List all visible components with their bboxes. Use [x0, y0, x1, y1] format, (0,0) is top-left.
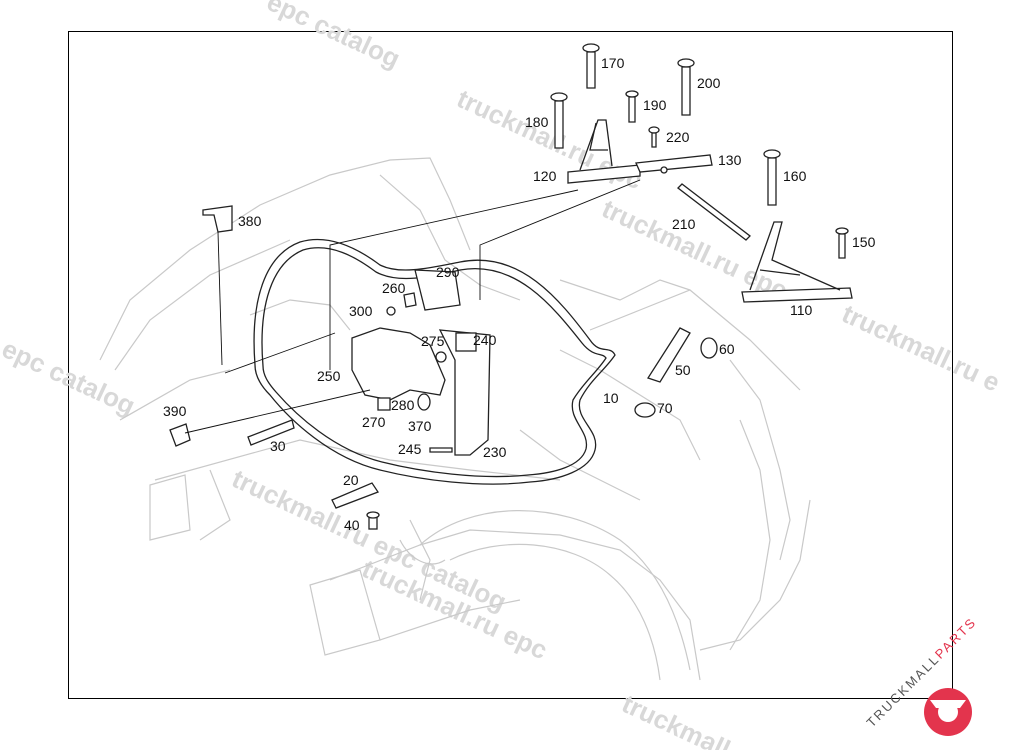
callout-150: 150 [852, 234, 876, 250]
bolt-150 [835, 227, 849, 259]
seal-20 [331, 482, 379, 509]
callout-220: 220 [666, 129, 690, 145]
callout-380: 380 [238, 213, 262, 229]
logo-text-parts: PARTS [932, 614, 979, 661]
leader-lines [184, 179, 641, 434]
watermark-5: truckmall.ru epc [597, 193, 792, 305]
bracket-290 [414, 269, 461, 311]
bolt-220 [648, 126, 660, 148]
callout-275: 275 [421, 333, 445, 349]
callout-120: 120 [533, 168, 557, 184]
hinge-110 [741, 221, 853, 303]
bolt-170 [582, 43, 600, 89]
bracket-230 [438, 329, 491, 456]
clip-260 [403, 292, 417, 308]
watermark-3: epc catalog [0, 333, 140, 421]
bracket-250 [351, 327, 446, 401]
callout-280: 280 [391, 397, 415, 413]
callout-210: 210 [672, 216, 696, 232]
watermark-8: truckmall.ru [617, 688, 765, 750]
callout-50: 50 [675, 362, 691, 378]
callout-labels: 170 200 190 180 220 130 120 160 210 150 … [163, 55, 876, 533]
clip-40 [366, 511, 380, 530]
hood-seal-10 [253, 238, 616, 485]
watermark-1: epc catalog [262, 0, 404, 74]
hinge-bar-210 [677, 183, 751, 241]
strip-50 [647, 327, 691, 383]
vehicle-body-outline [99, 157, 811, 681]
bolt-190 [625, 90, 639, 123]
latch-assembly [351, 269, 491, 456]
buffer-70 [634, 402, 656, 418]
buffer-60 [700, 337, 718, 359]
callout-390: 390 [163, 403, 187, 419]
callout-245: 245 [398, 441, 422, 457]
callout-290: 290 [436, 264, 460, 280]
watermark-4: truckmall.ru e [837, 298, 1004, 397]
clip-240 [455, 332, 477, 352]
bolt-245 [429, 447, 453, 453]
callout-300: 300 [349, 303, 373, 319]
callout-170: 170 [601, 55, 625, 71]
callout-60: 60 [719, 341, 735, 357]
callout-130: 130 [718, 152, 742, 168]
nut-275 [435, 351, 447, 363]
callout-230: 230 [483, 444, 507, 460]
callout-200: 200 [697, 75, 721, 91]
seal-30 [247, 419, 295, 446]
bolt-180 [550, 92, 568, 149]
bracket-380 [202, 205, 233, 366]
callout-40: 40 [344, 517, 360, 533]
callout-250: 250 [317, 368, 341, 384]
diagram-frame [68, 31, 953, 699]
callout-370: 370 [408, 418, 432, 434]
callout-10: 10 [603, 390, 619, 406]
hinge-130 [635, 154, 713, 174]
callout-110: 110 [790, 302, 813, 318]
nut-370 [417, 393, 431, 411]
bolt-160 [763, 149, 781, 206]
hinge-120 [567, 119, 641, 184]
clip-280 [377, 397, 391, 411]
callout-30: 30 [270, 438, 286, 454]
callout-190: 190 [643, 97, 667, 113]
callout-180: 180 [525, 114, 549, 130]
clip-390 [169, 423, 191, 447]
callout-70: 70 [657, 400, 673, 416]
callout-270: 270 [362, 414, 386, 430]
callout-260: 260 [382, 280, 406, 296]
bolt-300 [386, 306, 396, 316]
gear-icon [924, 688, 972, 736]
callout-20: 20 [343, 472, 359, 488]
callout-160: 160 [783, 168, 807, 184]
truckmall-logo: TRUCKMALLPARTS [864, 614, 979, 736]
bolt-200 [677, 58, 695, 116]
callout-240: 240 [473, 332, 497, 348]
